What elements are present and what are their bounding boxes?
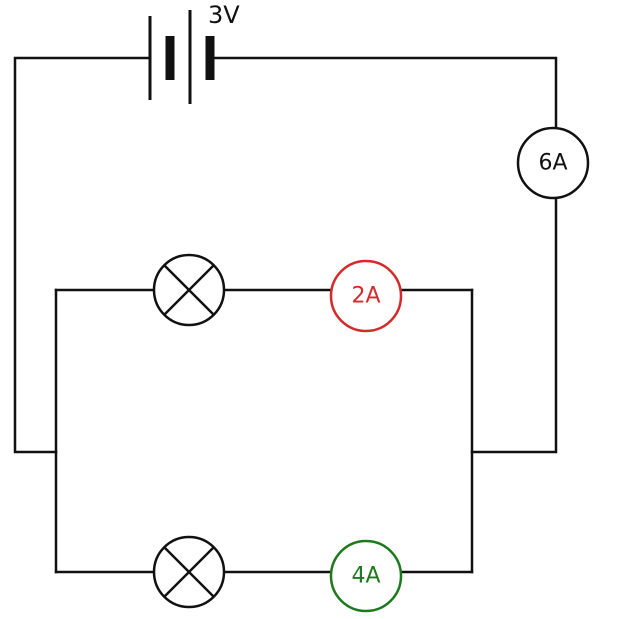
outer-loop-wires (13, 56, 558, 454)
main-ammeter: 6A (516, 126, 590, 200)
main-ammeter-ring (516, 126, 590, 200)
parallel-section-wires (54, 288, 474, 574)
wire-right-down (470, 196, 558, 454)
wire-top-right (210, 56, 558, 130)
bottom-branch-ammeter-label: 4A (351, 564, 380, 589)
lamp-bottom-branch (152, 535, 226, 609)
lamp-cross-b (163, 264, 215, 316)
battery: 3V (148, 1, 240, 104)
lamp-top-branch (152, 253, 226, 327)
lamp-cross-b (163, 546, 215, 598)
top-branch-ammeter: 2A (329, 259, 403, 333)
bottom-branch-ammeter-ring (329, 539, 403, 613)
top-branch-ammeter-label: 2A (351, 284, 380, 309)
top-branch-ammeter-ring (329, 259, 403, 333)
main-ammeter-label: 6A (538, 151, 567, 176)
wire-top-left (13, 56, 152, 454)
bottom-branch-ammeter: 4A (329, 539, 403, 613)
battery-voltage-label: 3V (208, 1, 240, 29)
